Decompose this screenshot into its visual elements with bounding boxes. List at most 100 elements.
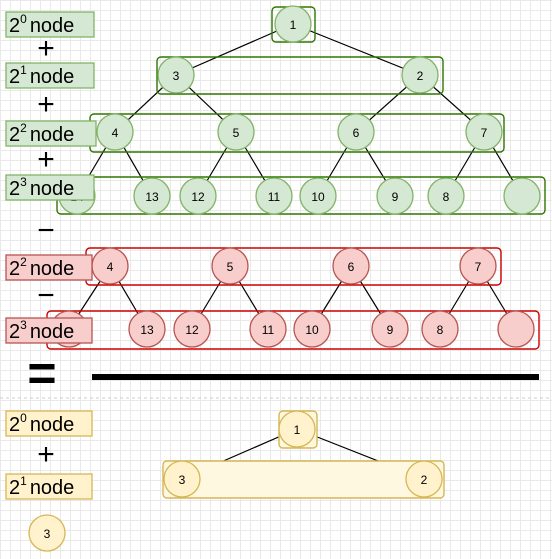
node-value: 11 xyxy=(262,323,275,337)
node-value: 7 xyxy=(481,126,488,140)
node-circle xyxy=(459,247,497,285)
green-node: 7 xyxy=(465,113,503,151)
red-node: 7 xyxy=(459,247,497,285)
node-value: 10 xyxy=(311,190,325,204)
node-circle xyxy=(163,460,201,498)
green-node: 3 xyxy=(157,56,195,94)
node-value: 13 xyxy=(140,323,154,337)
node-circle xyxy=(497,310,535,348)
green-node: 2 xyxy=(401,56,439,94)
node-value: 4 xyxy=(107,260,114,274)
green-node: 5 xyxy=(217,113,255,151)
label-word: node xyxy=(30,477,75,499)
node-circle xyxy=(293,310,331,348)
red-node: 5 xyxy=(211,247,249,285)
label-box xyxy=(5,473,93,500)
equals-operator: = xyxy=(27,345,56,401)
green-node xyxy=(503,177,541,215)
node-circle xyxy=(255,177,293,215)
label-word: node xyxy=(30,15,75,37)
yellow-level1-box xyxy=(162,460,445,499)
red-node: 9 xyxy=(371,310,409,348)
green-node: 4 xyxy=(96,113,134,151)
node-value: 7 xyxy=(475,260,482,274)
label-base: 2 xyxy=(9,15,20,37)
node-circle xyxy=(405,460,443,498)
red-node xyxy=(497,310,535,348)
node-circle xyxy=(427,177,465,215)
label-word: node xyxy=(30,414,75,436)
green-node: 9 xyxy=(376,177,414,215)
label-exponent: 2 xyxy=(20,121,27,135)
minus-operator: − xyxy=(37,214,55,247)
node-circle xyxy=(337,113,375,151)
label-word: node xyxy=(30,258,75,280)
label-box xyxy=(5,120,97,147)
edge-1-3 xyxy=(175,23,294,76)
green-node: 13 xyxy=(133,177,171,215)
label-exponent: 3 xyxy=(20,318,27,332)
node-circle xyxy=(376,177,414,215)
node-circle xyxy=(217,113,255,151)
node-circle xyxy=(503,177,541,215)
red-node: 13 xyxy=(128,310,166,348)
node-value: 12 xyxy=(191,190,205,204)
label-box xyxy=(5,317,93,344)
label-base: 2 xyxy=(9,477,20,499)
node-value: 5 xyxy=(227,260,234,274)
node-value: 13 xyxy=(145,190,159,204)
node-value: 3 xyxy=(44,527,51,541)
node-value: 6 xyxy=(353,126,360,140)
node-value: 8 xyxy=(437,323,444,337)
node-value: 1 xyxy=(294,423,301,437)
yellow-node: 3 xyxy=(163,460,201,498)
node-value: 12 xyxy=(185,323,199,337)
label-exponent: 3 xyxy=(20,175,27,189)
label-word: node xyxy=(30,66,75,88)
node-value: 2 xyxy=(421,473,428,487)
label-word: node xyxy=(30,124,75,146)
green-node: 12 xyxy=(179,177,217,215)
node-value: 6 xyxy=(348,260,355,274)
node-circle xyxy=(371,310,409,348)
minus-operator: − xyxy=(37,279,55,312)
node-circle xyxy=(173,310,211,348)
green-node: 10 xyxy=(299,177,337,215)
node-circle xyxy=(96,113,134,151)
node-circle xyxy=(299,177,337,215)
label-exponent: 0 xyxy=(20,12,27,26)
yellow-extra-node: 3 xyxy=(28,514,66,552)
node-value: 5 xyxy=(233,126,240,140)
node-value: 10 xyxy=(305,323,319,337)
label-base: 2 xyxy=(9,66,20,88)
label-box xyxy=(5,62,95,89)
red-level3-box xyxy=(46,310,540,350)
label-exponent: 0 xyxy=(20,411,27,425)
node-circle xyxy=(274,5,312,43)
node-circle xyxy=(179,177,217,215)
plus-operator: + xyxy=(37,143,55,176)
label-exponent: 1 xyxy=(20,63,27,77)
node-value: 3 xyxy=(179,473,186,487)
yellow-node: 2 xyxy=(405,460,443,498)
red-node: 11 xyxy=(249,310,287,348)
red-level2-box xyxy=(85,247,502,286)
green-level2-box xyxy=(89,113,505,153)
node-circle xyxy=(249,310,287,348)
green-node: 1 xyxy=(274,5,312,43)
red-node: 4 xyxy=(91,247,129,285)
node-value: 2 xyxy=(417,69,424,83)
label-base: 2 xyxy=(9,178,20,200)
node-circle xyxy=(421,310,459,348)
label-base: 2 xyxy=(9,258,20,280)
